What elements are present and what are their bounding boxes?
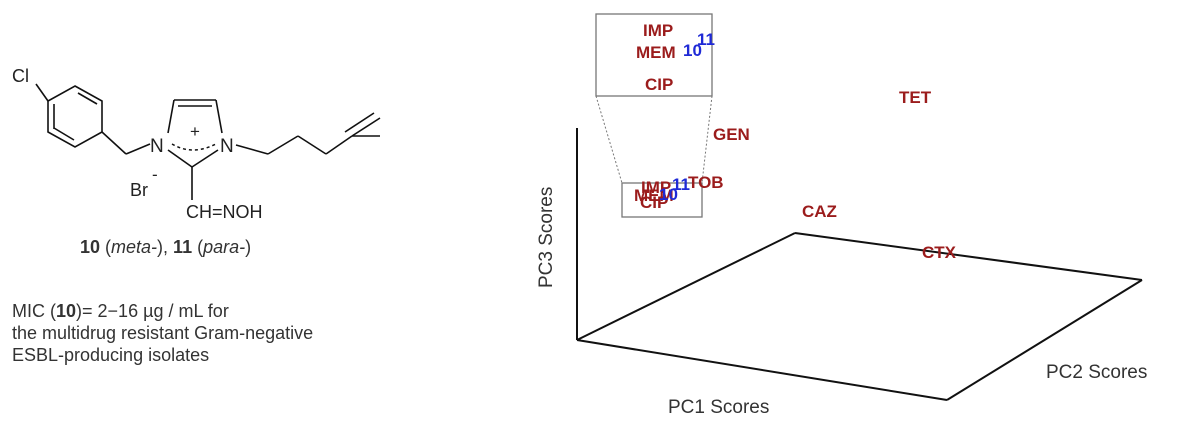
inset-label-imp: IMP (643, 21, 673, 40)
zoom-connector-right (701, 95, 713, 184)
caption-compound-10: 10 (80, 237, 101, 257)
cluster-label-compound-11: 11 (672, 175, 690, 194)
inset-label-compound-10: 10 (683, 41, 702, 60)
zoom-inset-box (595, 13, 713, 97)
mic-line-2: the multidrug resistant Gram-negative (12, 323, 314, 343)
pc2-axis-title: PC2 Scores (1046, 362, 1147, 383)
cluster-label-cip: CIP (640, 193, 668, 212)
mic-line-1: MIC (10)= 2−16 µg / mL for (12, 300, 452, 322)
pc2-axis-back (576, 232, 796, 341)
mic-value: )= 2−16 µg / mL for (76, 301, 229, 321)
pc2-axis-front (946, 279, 1143, 401)
pc1-axis-back (794, 232, 1143, 281)
cluster-highlight-box (621, 182, 703, 218)
oxime-label: CH=NOH (186, 202, 263, 222)
pca-3d-plot: PC1 Scores PC2 Scores PC3 Scores IMP MEM… (536, 13, 1147, 418)
cluster-label-imp: IMP (641, 178, 671, 197)
mic-prefix: MIC ( (12, 301, 56, 321)
inset-label-cip: CIP (645, 75, 673, 94)
point-label-tet: TET (899, 88, 932, 107)
inset-label-compound-11: 11 (697, 30, 715, 49)
cluster-label-compound-10: 10 (659, 185, 678, 204)
pc1-axis (576, 339, 948, 401)
mic-line-3: ESBL-producing isolates (12, 345, 210, 365)
pc3-axis-title: PC3 Scores (536, 187, 557, 288)
bromide-charge-label: - (152, 165, 158, 184)
mic-compound: 10 (56, 301, 77, 321)
caption-compound-11: 11 (173, 237, 193, 257)
cluster-label-mem: MEM (634, 186, 674, 205)
mic-description: MIC (10)= 2−16 µg / mL for the multidrug… (12, 300, 452, 366)
imidazolium-oxime-structure: Cl N N + Br - CH=NOH (12, 66, 381, 222)
caption-position-meta: meta- (111, 237, 158, 257)
point-label-gen: GEN (713, 125, 750, 144)
point-label-tob: TOB (688, 173, 724, 192)
bromide-label: Br (130, 180, 148, 200)
point-label-ctx: CTX (922, 243, 957, 262)
benzene-ring (47, 85, 103, 148)
point-label-caz: CAZ (802, 202, 837, 221)
zoom-connector-left (595, 95, 623, 184)
nitrogen-3-label: N (220, 136, 234, 157)
compound-caption: 10 (meta-), 11 (para-) (80, 237, 252, 257)
inset-label-mem: MEM (636, 43, 676, 62)
nitrogen-1-label: N (150, 136, 164, 157)
chloro-label: Cl (12, 66, 29, 86)
positive-charge-label: + (190, 122, 200, 141)
caption-position-para: para- (203, 237, 246, 257)
pc1-axis-title: PC1 Scores (668, 397, 769, 418)
